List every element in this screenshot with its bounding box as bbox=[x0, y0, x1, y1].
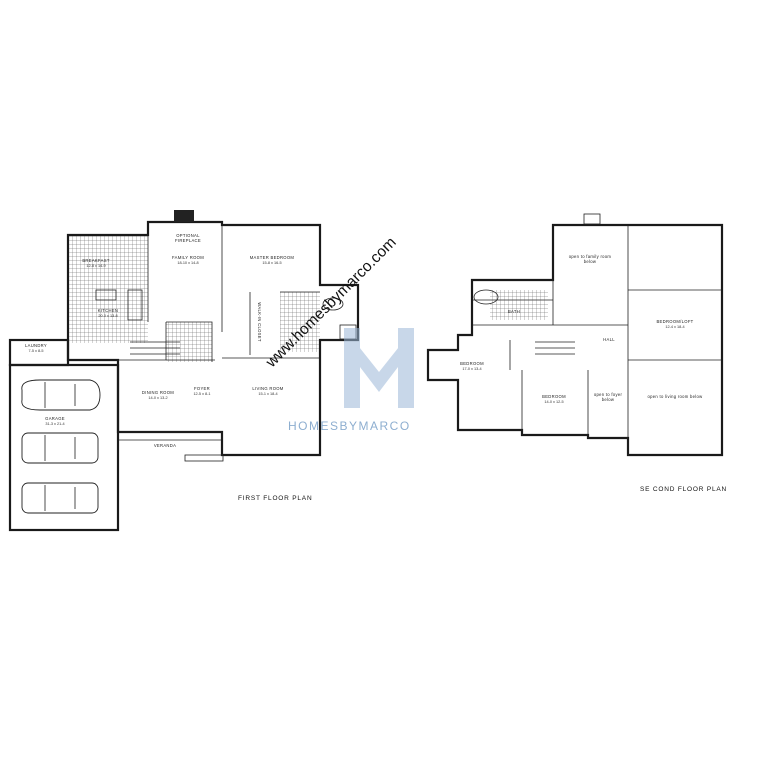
kitchen-island bbox=[95, 289, 117, 301]
veranda-outline bbox=[118, 431, 223, 441]
bath-tile bbox=[490, 290, 548, 320]
second-floor-outer-wall bbox=[426, 223, 724, 457]
open-family-label: open to family room bbox=[569, 254, 612, 259]
fireplace-label: OPTIONAL bbox=[176, 233, 200, 238]
family-room-dims: 18-10 x 14-8 bbox=[177, 261, 198, 265]
watermark-brand-text: HOMESBYMARCO bbox=[288, 419, 411, 433]
first-floor-interior-walls bbox=[118, 225, 320, 362]
first-floor-stairs bbox=[130, 341, 180, 355]
bedroom-2-dims: 14-0 x 12-5 bbox=[544, 400, 563, 404]
upstairs-tub-icon bbox=[473, 289, 499, 305]
breakfast-label: BREAKFAST bbox=[82, 258, 110, 263]
dining-room-label: DINING ROOM bbox=[142, 390, 174, 395]
garage-dims: 31-3 x 21-4 bbox=[45, 422, 64, 426]
second-floor-plan: open to family room below BATH BEDROOM/L… bbox=[426, 213, 727, 493]
fireplace-label-2: FIREPLACE bbox=[175, 238, 201, 243]
garage-label: GARAGE bbox=[45, 416, 65, 421]
foyer-label: FOYER bbox=[194, 386, 210, 391]
chimney-icon bbox=[583, 213, 601, 225]
master-bath-tile bbox=[280, 292, 320, 352]
second-floor-caption: SE COND FLOOR PLAN bbox=[640, 486, 727, 493]
walk-in-closet-label: WALK-IN CLOSET bbox=[257, 302, 262, 342]
hall-label: HALL bbox=[603, 337, 615, 342]
kitchen-dims: 20-0 x 13-8 bbox=[98, 314, 117, 318]
open-foyer-label-2: below bbox=[602, 397, 615, 402]
second-floor-stairs bbox=[535, 341, 575, 355]
breakfast-dims: 12-8 x 14-9 bbox=[86, 264, 105, 268]
tub-icon bbox=[322, 297, 344, 311]
foyer-dims: 12-5 x 8-1 bbox=[193, 392, 210, 396]
second-floor-interior-walls bbox=[472, 225, 722, 455]
bedroom-2-label: BEDROOM bbox=[542, 394, 566, 399]
open-family-label-2: below bbox=[584, 259, 597, 264]
garage-car-1 bbox=[21, 379, 101, 411]
living-room-dims: 15-1 x 18-4 bbox=[258, 392, 277, 396]
living-room-label: LIVING ROOM bbox=[252, 386, 283, 391]
open-foyer-label: open to foyer bbox=[594, 392, 623, 397]
first-floor-caption: FIRST FLOOR PLAN bbox=[238, 495, 312, 502]
front-step bbox=[184, 454, 224, 462]
veranda-label: VERANDA bbox=[154, 443, 176, 448]
open-living-label: open to living room below bbox=[648, 394, 704, 399]
laundry-wall bbox=[8, 338, 70, 367]
kitchen-label: KITCHEN bbox=[98, 308, 118, 313]
loft-label: BEDROOM/LOFT bbox=[656, 319, 693, 324]
master-bedroom-dims: 15-8 x 16-5 bbox=[262, 261, 281, 265]
first-floor-plan: BREAKFAST 12-8 x 14-9 OPTIONAL FIREPLACE… bbox=[8, 210, 360, 532]
loft-dims: 12-4 x 18-4 bbox=[665, 325, 684, 329]
kitchen-counter bbox=[127, 289, 143, 321]
bedroom-1-label: BEDROOM bbox=[460, 361, 484, 366]
family-room-label: FAMILY ROOM bbox=[172, 255, 204, 260]
dining-room-dims: 14-0 x 13-2 bbox=[148, 396, 167, 400]
bedroom-1-dims: 17-0 x 13-4 bbox=[462, 367, 481, 371]
breakfast-kitchen-tile bbox=[68, 235, 148, 343]
garage-car-2 bbox=[21, 432, 99, 464]
bath-label: BATH bbox=[508, 309, 520, 314]
fireplace-icon bbox=[174, 210, 194, 222]
master-bedroom-label: MASTER BEDROOM bbox=[250, 255, 295, 260]
garage-car-3 bbox=[21, 482, 99, 514]
laundry-dims: 7-5 x 8-5 bbox=[29, 349, 44, 353]
laundry-label: LAUNDRY bbox=[25, 343, 47, 348]
watermark-logo-icon bbox=[344, 328, 414, 408]
